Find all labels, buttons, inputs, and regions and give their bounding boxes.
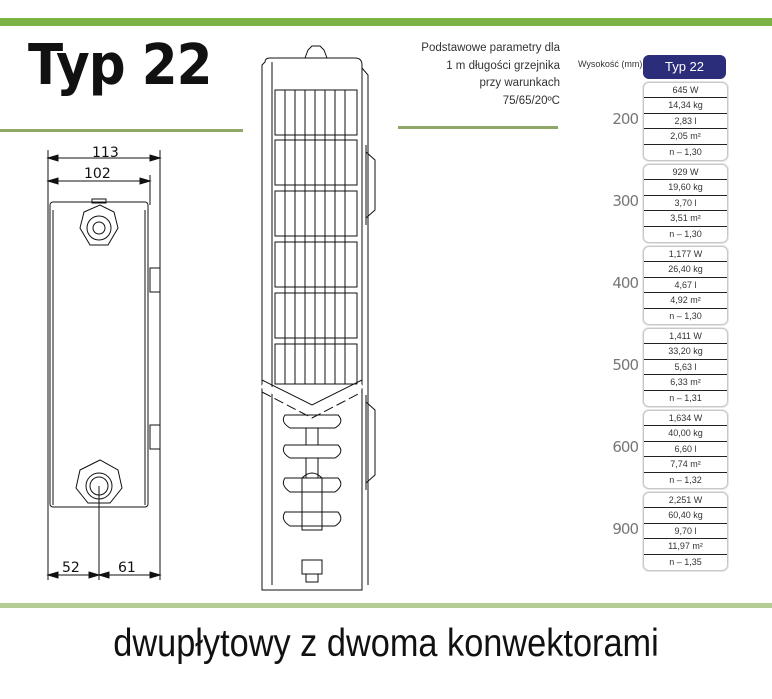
dim-label-113: 113 <box>92 145 119 161</box>
area-cell: 6,33 m² <box>644 375 727 391</box>
params-line: Podstawowe parametry dla <box>421 42 560 54</box>
spec-block-900: 2,251 W 60,40 kg 9,70 l 11,97 m² n – 1,3… <box>643 492 728 571</box>
exponent-cell: n – 1,30 <box>669 146 702 157</box>
spec-block-200: 645 W 14,34 kg 2,83 l 2,05 m² n – 1,30 <box>643 82 728 161</box>
exponent-cell: n – 1,30 <box>669 310 702 321</box>
volume-cell: 2,83 l <box>644 114 727 130</box>
top-green-bar <box>0 18 772 26</box>
weight-cell: 60,40 kg <box>644 508 727 524</box>
power-cell: 2,251 W <box>644 493 727 509</box>
spec-block-600: 1,634 W 40,00 kg 6,60 l 7,74 m² n – 1,32 <box>643 410 728 489</box>
parameters-note: Podstawowe parametry dla 1 m długości gr… <box>398 40 560 110</box>
weight-cell: 40,00 kg <box>644 426 727 442</box>
section-view-radiator <box>260 45 376 591</box>
height-column-header: Wysokość (mm) <box>578 59 643 69</box>
volume-cell: 3,70 l <box>644 196 727 212</box>
dimension-102 <box>46 175 152 205</box>
params-line: 1 m długości grzejnika <box>446 59 560 72</box>
weight-cell: 26,40 kg <box>644 262 727 278</box>
height-label: 300 <box>612 192 639 210</box>
exponent-cell: n – 1,31 <box>669 392 702 403</box>
weight-cell: 14,34 kg <box>644 98 727 114</box>
area-cell: 2,05 m² <box>644 129 727 145</box>
dim-label-52: 52 <box>62 560 80 576</box>
convector-fins <box>274 89 358 385</box>
type-header-badge: Typ 22 <box>643 55 726 79</box>
dim-label-61: 61 <box>118 560 136 576</box>
page-title: Typ 22 <box>28 33 213 98</box>
height-label: 400 <box>612 274 639 292</box>
params-line: przy warunkach <box>479 77 560 89</box>
exponent-cell: n – 1,30 <box>669 228 702 239</box>
exponent-cell: n – 1,32 <box>669 474 702 485</box>
power-cell: 1,177 W <box>644 247 727 263</box>
height-label: 600 <box>612 438 639 456</box>
power-cell: 645 W <box>644 83 727 99</box>
dim-label-102: 102 <box>84 166 111 182</box>
params-line: 75/65/20ºC <box>502 94 560 107</box>
weight-cell: 33,20 kg <box>644 344 727 360</box>
spec-block-300: 929 W 19,60 kg 3,70 l 3,51 m² n – 1,30 <box>643 164 728 243</box>
area-cell: 3,51 m² <box>644 211 727 227</box>
height-label: 900 <box>612 520 639 538</box>
volume-cell: 6,60 l <box>644 442 727 458</box>
power-cell: 1,411 W <box>644 329 727 345</box>
side-view-radiator <box>47 198 161 580</box>
exponent-cell: n – 1,35 <box>669 556 702 567</box>
title-underline <box>0 129 243 132</box>
volume-cell: 4,67 l <box>644 278 727 294</box>
footer-subtitle: dwupłytowy z dwoma konwektorami <box>113 622 659 665</box>
spec-block-500: 1,411 W 33,20 kg 5,63 l 6,33 m² n – 1,31 <box>643 328 728 407</box>
water-channels <box>282 414 342 531</box>
height-label: 500 <box>612 356 639 374</box>
bottom-green-bar <box>0 603 772 608</box>
area-cell: 4,92 m² <box>644 293 727 309</box>
volume-cell: 5,63 l <box>644 360 727 376</box>
area-cell: 11,97 m² <box>644 539 727 555</box>
dimension-113 <box>46 150 162 580</box>
area-cell: 7,74 m² <box>644 457 727 473</box>
weight-cell: 19,60 kg <box>644 180 727 196</box>
power-cell: 1,634 W <box>644 411 727 427</box>
power-cell: 929 W <box>644 165 727 181</box>
volume-cell: 9,70 l <box>644 524 727 540</box>
params-underline <box>398 126 558 129</box>
height-label: 200 <box>612 110 639 128</box>
dimension-52-61 <box>46 571 162 579</box>
spec-block-400: 1,177 W 26,40 kg 4,67 l 4,92 m² n – 1,30 <box>643 246 728 325</box>
